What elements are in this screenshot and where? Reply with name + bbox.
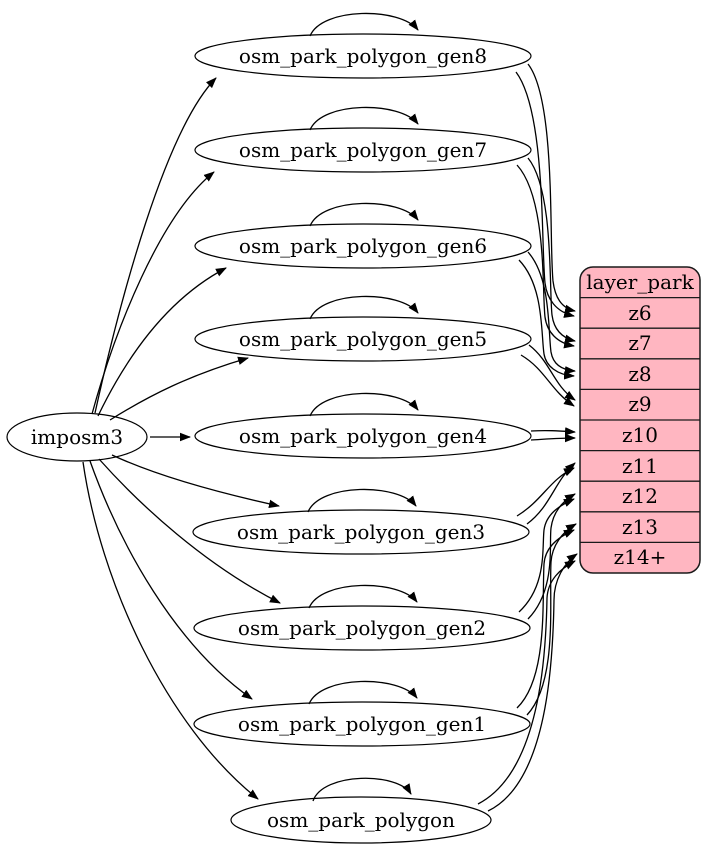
label-osm-park-polygon-gen5: osm_park_polygon_gen5 <box>239 327 487 351</box>
node-osm-park-polygon-gen3 <box>192 509 530 555</box>
node-osm-park-polygon-gen8 <box>194 33 532 79</box>
label-osm-park-polygon: osm_park_polygon <box>267 808 455 832</box>
layer-row-z14: z14+ <box>614 545 667 569</box>
self-loop-gen4 <box>309 392 419 417</box>
node-osm-park-polygon-gen5 <box>194 316 532 362</box>
layer-row-z8: z8 <box>628 362 651 386</box>
label-layer-park-title: layer_park <box>586 270 694 294</box>
edge-imposm3-to-gen5 <box>109 356 249 421</box>
edge-gen4-to-z10-b <box>530 433 576 443</box>
labels: imposm3 osm_park_polygon_gen8 osm_park_p… <box>31 44 695 832</box>
self-loop-gen6 <box>309 202 419 227</box>
node-layer-park <box>579 266 701 574</box>
edge-imposm3-to-gen3 <box>111 454 280 508</box>
node-osm-park-polygon-gen7 <box>194 127 532 173</box>
layer-row-z12: z12 <box>622 484 658 508</box>
node-osm-park-polygon <box>230 796 492 844</box>
label-osm-park-polygon-gen1: osm_park_polygon_gen1 <box>238 712 486 736</box>
label-imposm3: imposm3 <box>31 425 123 449</box>
node-imposm3 <box>6 412 148 462</box>
table-nodes <box>6 33 532 844</box>
edge-gen1-to-z13-a <box>526 523 577 716</box>
edge-imposm3-to-gen8 <box>94 77 217 414</box>
label-osm-park-polygon-gen7: osm_park_polygon_gen7 <box>239 138 487 162</box>
edge-gen2-to-z12-b <box>518 498 575 613</box>
layer-row-z10: z10 <box>622 423 658 447</box>
edge-gen8-to-z6-b <box>515 71 575 318</box>
self-loop-polygon <box>312 777 412 802</box>
edge-gen5-to-z9-b <box>520 354 575 407</box>
edge-gen7-to-z7-b <box>516 164 575 349</box>
layer-row-z9: z9 <box>628 392 651 416</box>
self-loop-gen5 <box>309 295 419 320</box>
edge-polygon-to-z14-a <box>487 553 578 812</box>
label-osm-park-polygon-gen2: osm_park_polygon_gen2 <box>238 616 486 640</box>
edge-imposm3-to-gen2 <box>98 458 281 604</box>
label-osm-park-polygon-gen3: osm_park_polygon_gen3 <box>237 520 485 544</box>
self-loops <box>307 12 419 802</box>
label-osm-park-polygon-gen4: osm_park_polygon_gen4 <box>239 424 487 448</box>
self-loop-gen1 <box>308 680 418 705</box>
self-loop-gen7 <box>309 106 419 131</box>
layer-row-z7: z7 <box>628 331 651 355</box>
edge-gen6-to-z8-b <box>518 259 575 380</box>
edge-gen6-to-z8-a <box>527 251 576 375</box>
edge-polygon-to-z14-b <box>477 560 576 805</box>
edge-gen7-to-z7-a <box>527 157 576 343</box>
node-osm-park-polygon-gen1 <box>193 701 531 747</box>
edge-imposm3-to-gen1 <box>89 460 253 700</box>
edge-gen4-to-z10-a <box>530 427 576 436</box>
node-osm-park-polygon-gen4 <box>194 413 532 459</box>
edge-gen5-to-z9-a <box>528 344 576 401</box>
node-osm-park-polygon-gen6 <box>194 223 532 269</box>
label-osm-park-polygon-gen6: osm_park_polygon_gen6 <box>239 234 487 258</box>
edge-imposm3-to-gen7 <box>91 171 215 415</box>
label-osm-park-polygon-gen8: osm_park_polygon_gen8 <box>239 44 487 68</box>
self-loop-gen8 <box>309 12 419 37</box>
edge-imposm3-to-polygon <box>82 461 259 800</box>
layer-row-z13: z13 <box>622 515 658 539</box>
node-osm-park-polygon-gen2 <box>193 605 531 651</box>
self-loop-gen3 <box>307 488 417 513</box>
layer-row-z6: z6 <box>628 301 651 325</box>
edge-gen1-to-z13-b <box>516 529 575 709</box>
edges-to-layer <box>477 63 578 812</box>
edge-imposm3-to-gen6 <box>97 267 227 417</box>
self-loop-gen2 <box>308 584 418 609</box>
edge-gen8-to-z6-a <box>527 63 576 314</box>
edge-gen3-to-z11-b <box>516 467 575 517</box>
edges-from-imposm3 <box>82 77 281 800</box>
layer-row-z11: z11 <box>622 454 658 478</box>
